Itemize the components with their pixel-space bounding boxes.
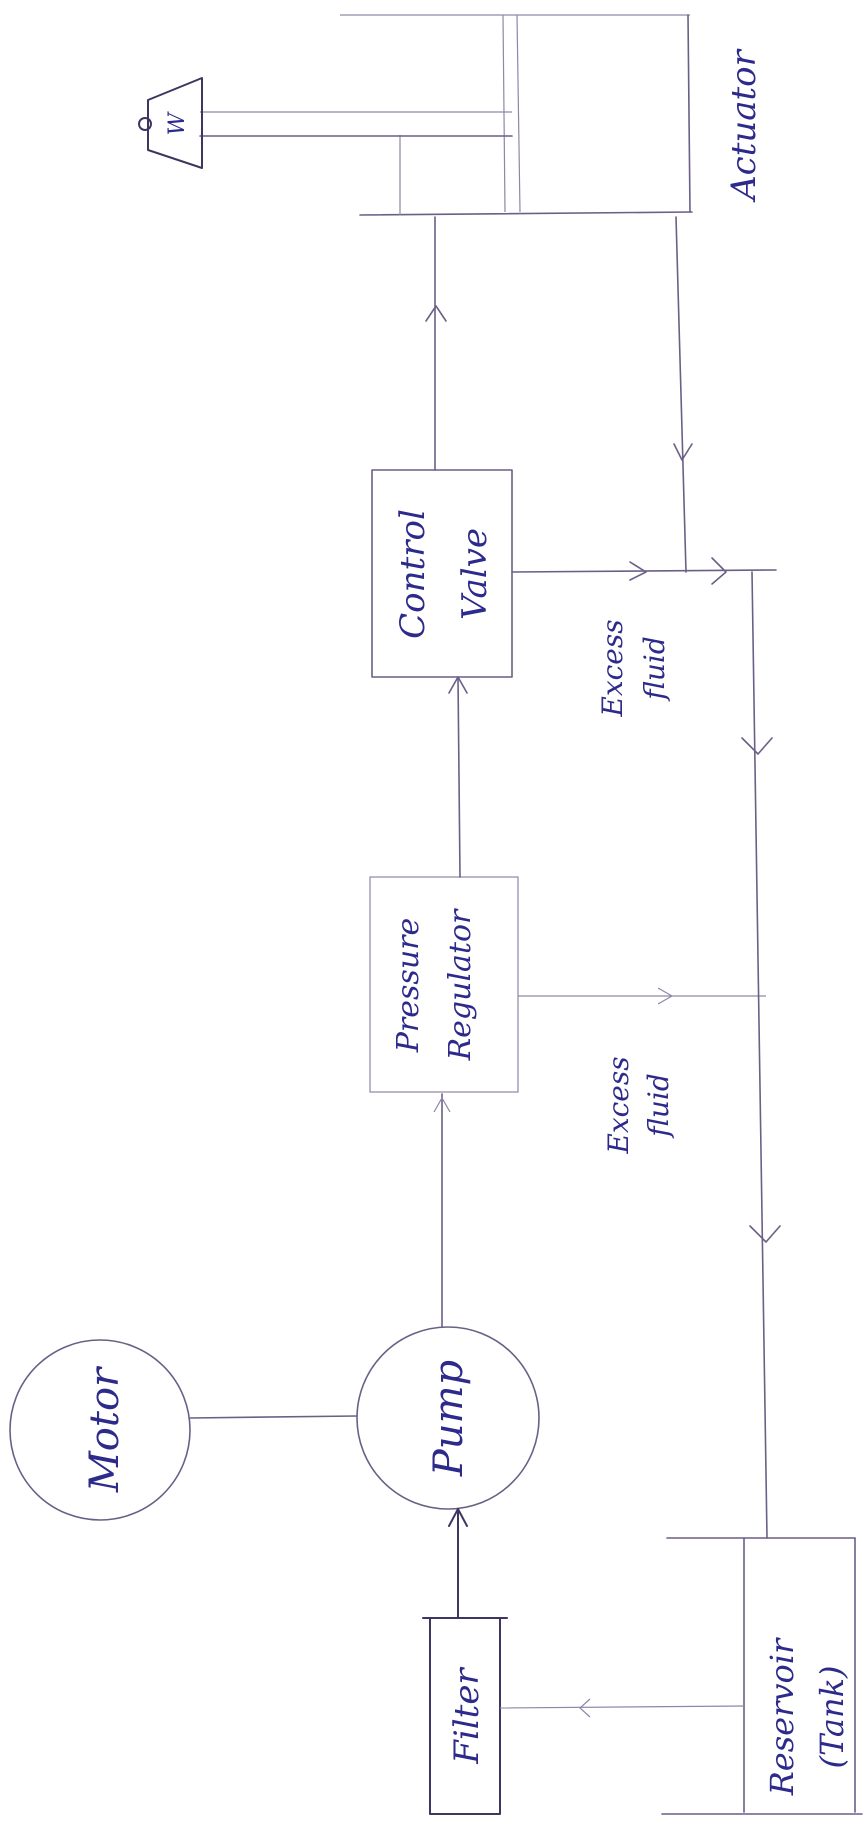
main-return-line (751, 571, 768, 1539)
reservoir-label-line1: Reservoir (763, 1637, 801, 1796)
actuator-return-arrow (673, 443, 693, 461)
excess-fluid-1-label-line2: fluid (638, 636, 671, 702)
regulator-excess-arrow (657, 987, 674, 1005)
pressure-regulator-label-line2: Regulator (443, 908, 478, 1061)
filter-to-pump-arrow (448, 1508, 468, 1527)
actuator-inner-wall-1 (502, 14, 506, 213)
filter-box (429, 1617, 501, 1815)
motor-label: Motor (82, 1365, 128, 1493)
reservoir-label-line2: (Tank) (813, 1666, 851, 1769)
motor-pump-shaft (189, 1415, 358, 1419)
reservoir-to-filter-line (499, 1705, 745, 1709)
return-arrow-upper (741, 737, 773, 755)
load-weight-label: W (165, 110, 190, 135)
filter-label: Filter (447, 1667, 487, 1765)
pump-circle (356, 1326, 540, 1510)
valve-excess-arrow (629, 561, 647, 581)
excess-fluid-2-label-line1: Excess (602, 1056, 635, 1154)
regulator-to-valve-line (457, 676, 461, 878)
reservoir-to-filter-arrow (579, 1698, 591, 1718)
actuator-inner-wall-2 (516, 14, 521, 213)
motor-circle (9, 1339, 191, 1521)
pump-label: Pump (426, 1360, 472, 1477)
actuator-right-wall (687, 14, 691, 213)
control-valve-label-line2: Valve (455, 528, 495, 620)
pressure-regulator-box (369, 876, 519, 1093)
control-valve-label-line1: Control (393, 509, 433, 639)
control-valve-box (371, 469, 513, 678)
actuator-bottom-edge (359, 211, 693, 216)
load-hook-icon (138, 117, 152, 131)
actuator-label: Actuator (724, 48, 764, 203)
pressure-regulator-label-line1: Pressure (391, 918, 426, 1054)
excess-fluid-2-label-line2: fluid (642, 1073, 675, 1139)
excess-fluid-1-label-line1: Excess (596, 619, 629, 717)
return-arrow-lower (749, 1225, 781, 1243)
actuator-return-junction-arrow (711, 557, 727, 585)
valve-to-actuator-arrow (425, 305, 447, 322)
actuator-return-line (675, 216, 687, 573)
pump-to-regulator-arrow (433, 1096, 451, 1113)
load-weight-shape (147, 77, 203, 169)
